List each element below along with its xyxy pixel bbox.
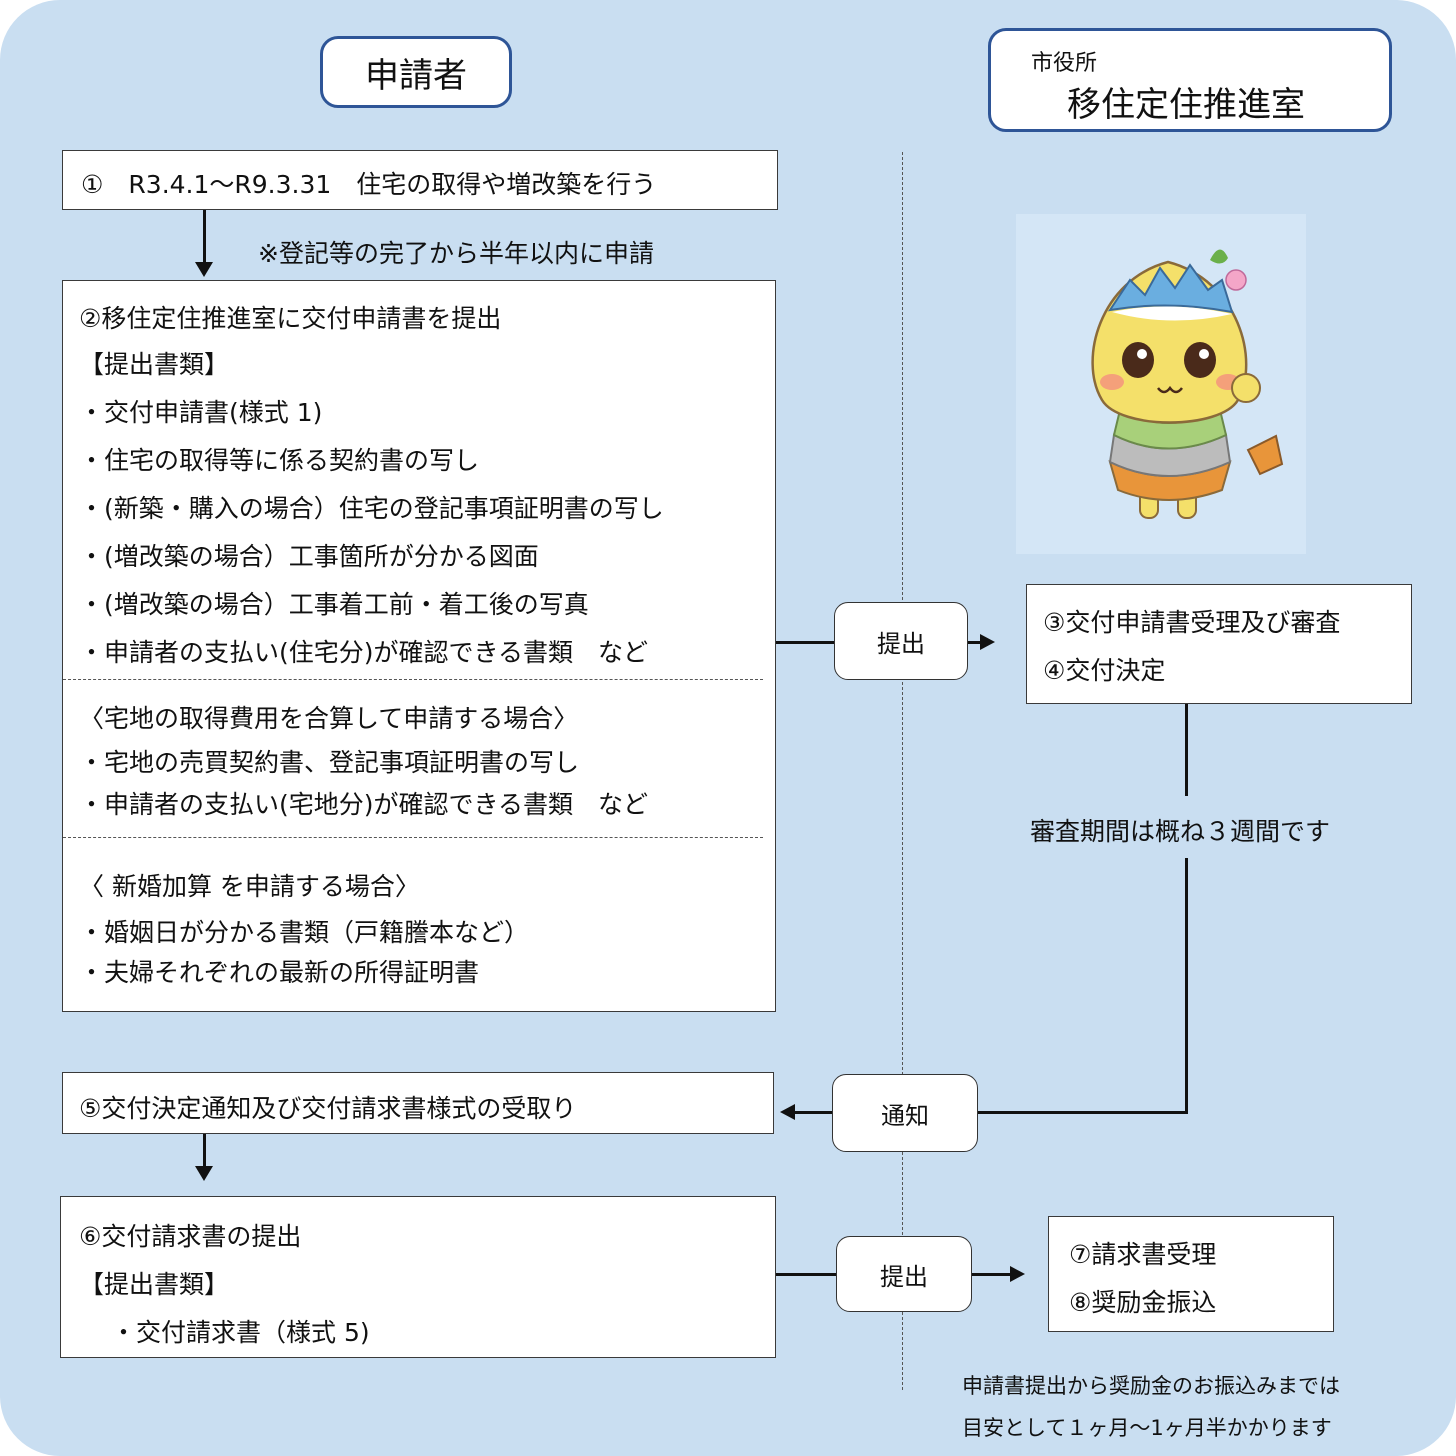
- review-connector-top: [1185, 704, 1188, 796]
- arrow-step1-head: [195, 262, 213, 277]
- submit1-arrow-head: [980, 634, 995, 650]
- step6-title: ⑥交付請求書の提出: [79, 1222, 302, 1251]
- step2-divider-marriage: [63, 837, 763, 838]
- submit2-arrow-head: [1010, 1266, 1025, 1282]
- step2-box: ②移住定住推進室に交付申請書を提出 【提出書類】 ・交付申請書(様式 1) ・住…: [62, 280, 776, 1012]
- step6-box: ⑥交付請求書の提出 【提出書類】 ・交付請求書（様式 5): [60, 1196, 776, 1358]
- step78-box: ⑦請求書受理 ⑧奨励金振込: [1048, 1216, 1334, 1332]
- step4-text: ④交付決定: [1043, 656, 1166, 685]
- submit-label-2-text: 提出: [880, 1262, 928, 1291]
- submit-label-1: 提出: [834, 602, 968, 680]
- step2-doc-item: ・(新築・購入の場合）住宅の登記事項証明書の写し: [79, 494, 664, 523]
- applicant-header-label: 申請者: [365, 55, 467, 96]
- notify-label-text: 通知: [881, 1101, 929, 1130]
- step2-doc-item: ・交付申請書(様式 1): [79, 398, 323, 427]
- step2-divider-land: [63, 679, 763, 680]
- marriage-doc-item: ・夫婦それぞれの最新の所得証明書: [79, 958, 480, 987]
- step2-doc-item: ・(増改築の場合）工事箇所が分かる図面: [79, 542, 539, 571]
- submit-label-1-text: 提出: [877, 629, 925, 658]
- arrow-step1-to-step2: [203, 210, 206, 266]
- arrow-step5-to-step6: [203, 1134, 206, 1170]
- notify-connector-right: [978, 1111, 1188, 1114]
- notify-arrow-head: [780, 1104, 795, 1120]
- lane-divider: [902, 152, 903, 1390]
- step2-doc-item: ・住宅の取得等に係る契約書の写し: [79, 446, 480, 475]
- notify-label: 通知: [832, 1074, 978, 1152]
- land-doc-item: ・宅地の売買契約書、登記事項証明書の写し: [79, 748, 580, 777]
- applicant-header: 申請者: [320, 36, 512, 108]
- submit2-connector-right: [972, 1273, 1012, 1276]
- submit-label-2: 提出: [836, 1236, 972, 1312]
- submit1-connector-left: [776, 641, 834, 644]
- step5-text: ⑤交付決定通知及び交付請求書様式の受取り: [79, 1094, 577, 1123]
- application-deadline-note: ※登記等の完了から半年以内に申請: [258, 239, 654, 268]
- city-office-header: 市役所 移住定住推進室: [988, 28, 1392, 132]
- city-office-small-label: 市役所: [1031, 51, 1098, 76]
- review-connector-bottom: [1185, 858, 1188, 1114]
- land-section-heading: 〈宅地の取得費用を合算して申請する場合〉: [79, 704, 579, 733]
- step2-doc-item: ・申請者の支払い(住宅分)が確認できる書類 など: [79, 638, 649, 667]
- step6-docs-heading: 【提出書類】: [79, 1270, 230, 1299]
- city-office-label: 移住定住推進室: [1067, 85, 1305, 125]
- mascot-illustration: [1091, 249, 1284, 519]
- step3-text: ③交付申請書受理及び審査: [1043, 608, 1341, 637]
- step1-text: ① R3.4.1～R9.3.31 住宅の取得や増改築を行う: [81, 170, 657, 199]
- step8-text: ⑧奨励金振込: [1069, 1288, 1217, 1317]
- footer-note-line: 申請書提出から奨励金のお振込みまでは: [962, 1374, 1340, 1398]
- submit1-connector-right: [968, 641, 982, 644]
- review-period-note: 審査期間は概ね３週間です: [1030, 817, 1331, 846]
- notify-connector-left: [794, 1111, 832, 1114]
- step5-box: ⑤交付決定通知及び交付請求書様式の受取り: [62, 1072, 774, 1134]
- land-doc-item: ・申請者の支払い(宅地分)が確認できる書類 など: [79, 790, 649, 819]
- step2-docs-heading: 【提出書類】: [79, 350, 230, 379]
- step2-title: ②移住定住推進室に交付申請書を提出: [79, 304, 502, 333]
- step34-box: ③交付申請書受理及び審査 ④交付決定: [1026, 584, 1412, 704]
- step2-doc-item: ・(増改築の場合）工事着工前・着工後の写真: [79, 590, 589, 619]
- marriage-section-heading: 〈 新婚加算 を申請する場合〉: [79, 872, 420, 901]
- step6-doc-item: ・交付請求書（様式 5): [111, 1318, 370, 1347]
- footer-note-line: 目安として１ヶ月～1ヶ月半かかります: [962, 1416, 1332, 1440]
- marriage-doc-item: ・婚姻日が分かる書類（戸籍謄本など）: [79, 918, 530, 947]
- step7-text: ⑦請求書受理: [1069, 1240, 1217, 1269]
- arrow-step5-head: [195, 1166, 213, 1181]
- submit2-connector-left: [776, 1273, 836, 1276]
- step1-box: ① R3.4.1～R9.3.31 住宅の取得や増改築を行う: [62, 150, 778, 210]
